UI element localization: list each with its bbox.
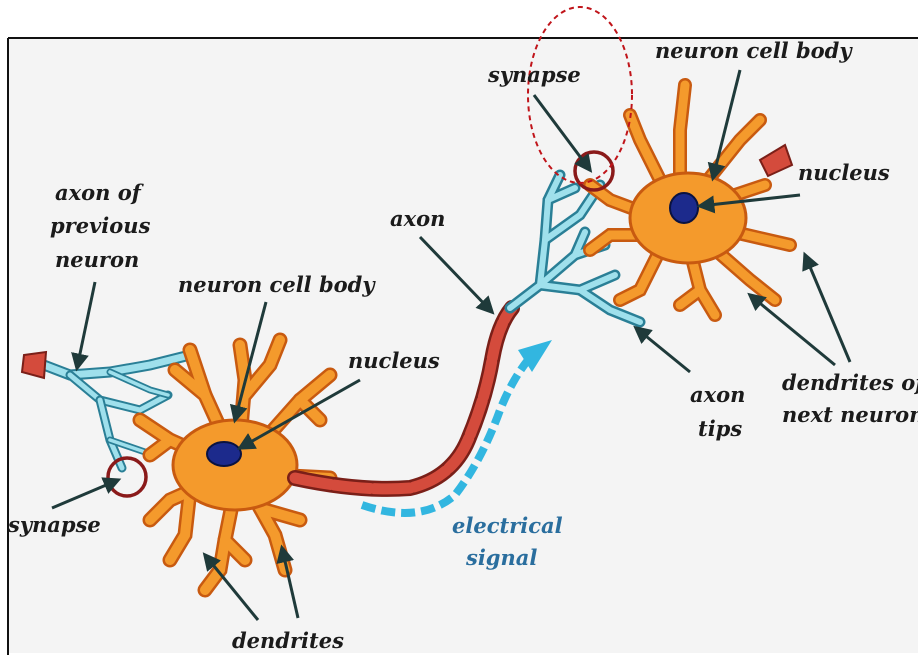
label-nucleus-right: nucleus [798,160,890,185]
label-synapse-left: synapse [7,512,101,537]
label-dendrites: dendrites [232,628,344,653]
label-axon-tips-line1: axon [690,382,745,407]
label-cell-body-right: neuron cell body [655,38,853,63]
right-nucleus [670,193,698,223]
label-electrical-line2: signal [465,545,537,570]
label-nucleus-left: nucleus [348,348,440,373]
label-synapse-right: synapse [487,62,581,87]
label-axon-previous-line2: previous [50,213,151,238]
label-dendrites-next-line2: next neuron [782,402,918,427]
label-axon-previous-line1: axon of [55,180,145,205]
label-axon-tips-line2: tips [698,416,742,441]
label-axon: axon [390,206,445,231]
label-axon-previous-line3: neuron [55,247,139,272]
label-electrical-line1: electrical [452,513,563,538]
diagram-panel [8,38,918,653]
left-cell-body [173,420,297,510]
left-nucleus [207,442,241,466]
label-dendrites-next-line1: dendrites of [782,370,918,395]
label-cell-body-left: neuron cell body [178,272,376,297]
